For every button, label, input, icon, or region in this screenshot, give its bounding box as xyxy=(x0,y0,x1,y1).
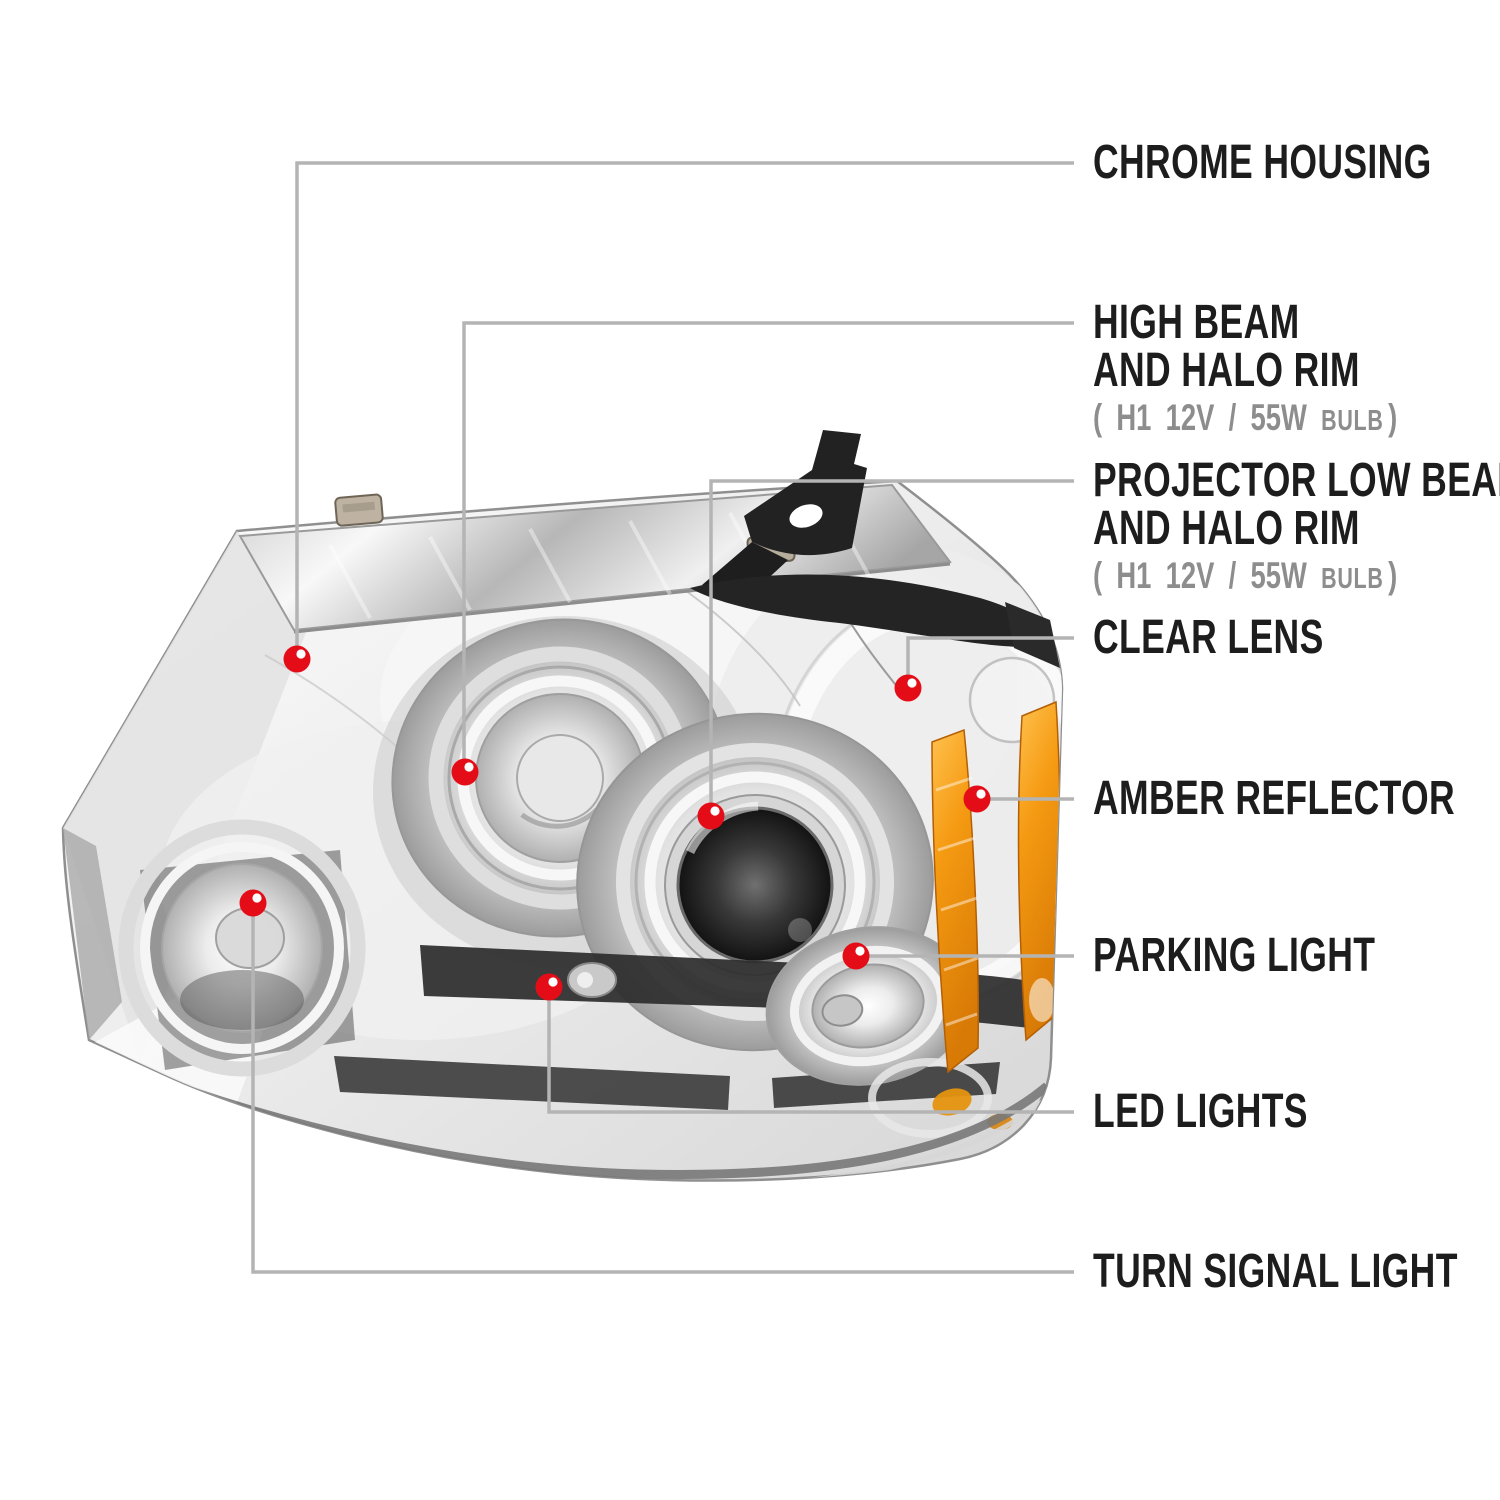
callout-label: PARKING LIGHT xyxy=(1093,929,1376,982)
callout-label: TURN SIGNAL LIGHT xyxy=(1093,1245,1458,1298)
callout-label: HIGH BEAM xyxy=(1093,296,1300,349)
leader-lines xyxy=(251,161,1074,1274)
callout-label: LED LIGHTS xyxy=(1093,1085,1308,1138)
callout-label: CHROME HOUSING xyxy=(1093,136,1432,189)
dot-led-lights xyxy=(535,973,563,1001)
leader-led-lights xyxy=(547,1000,1074,1114)
callout-amber-reflector: AMBER REFLECTOR xyxy=(1093,775,1455,823)
dot-chrome-housing xyxy=(283,645,311,673)
dot-parking-light xyxy=(842,942,870,970)
callout-projector-low-beam: PROJECTOR LOW BEAM AND HALO RIM ( H1 12V… xyxy=(1093,457,1500,602)
dot-projector-low-beam xyxy=(697,802,725,830)
leader-clear-lens xyxy=(906,636,1074,675)
leader-projector-low-beam xyxy=(709,479,1074,803)
led-bulb xyxy=(567,962,617,998)
callout-label-line2: AND HALO RIM xyxy=(1093,344,1360,397)
dot-amber-reflector xyxy=(963,785,991,813)
callout-high-beam: HIGH BEAM AND HALO RIM ( H1 12V / 55W BU… xyxy=(1093,299,1397,444)
callout-turn-signal-light: TURN SIGNAL LIGHT xyxy=(1093,1248,1458,1296)
marker-dots xyxy=(239,645,991,1001)
callout-label: CLEAR LENS xyxy=(1093,611,1324,664)
mounting-bracket xyxy=(690,430,1060,668)
callout-label: AMBER REFLECTOR xyxy=(1093,772,1456,825)
retainer-clip-left xyxy=(334,493,384,527)
dot-clear-lens xyxy=(894,674,922,702)
dot-high-beam xyxy=(451,758,479,786)
turn-signal-halo-ring xyxy=(118,819,366,1077)
lower-halo-partial xyxy=(868,1058,992,1138)
callout-led-lights: LED LIGHTS xyxy=(1093,1088,1308,1136)
left-edge-shade xyxy=(63,828,122,1040)
leader-high-beam xyxy=(462,321,1074,759)
leader-chrome-housing xyxy=(295,161,1074,646)
dot-turn-signal-light xyxy=(239,889,267,917)
callout-bulb-spec: ( H1 12V / 55W BULB) xyxy=(1093,397,1398,438)
callout-parking-light: PARKING LIGHT xyxy=(1093,932,1375,980)
callout-chrome-housing: CHROME HOUSING xyxy=(1093,139,1432,187)
leader-turn-signal-light xyxy=(251,916,1074,1274)
callout-bulb-spec: ( H1 12V / 55W BULB) xyxy=(1093,555,1398,596)
parking-light-unit xyxy=(765,926,971,1086)
callout-label: PROJECTOR LOW BEAM xyxy=(1093,454,1500,507)
callout-label-line2: AND HALO RIM xyxy=(1093,502,1360,555)
callout-clear-lens: CLEAR LENS xyxy=(1093,614,1324,662)
led-band-lower xyxy=(334,1056,730,1110)
